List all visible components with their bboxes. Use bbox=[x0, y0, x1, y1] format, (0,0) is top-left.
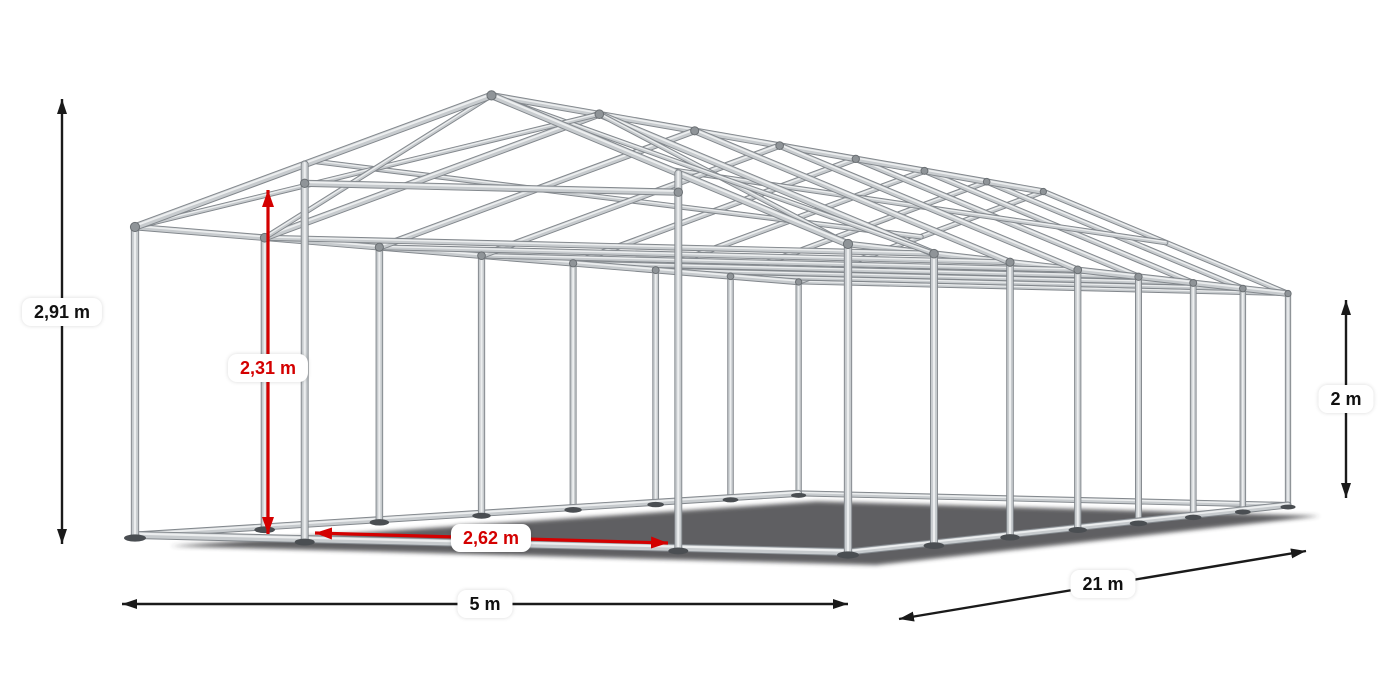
dimension-label-width: 5 m bbox=[457, 590, 513, 618]
dimension-label-total-height: 2,91 m bbox=[21, 298, 103, 326]
dimension-label-side-height: 2 m bbox=[1318, 385, 1374, 413]
dimension-label-length: 21 m bbox=[1070, 570, 1136, 598]
tent-frame-wireframe bbox=[130, 91, 1292, 557]
dimension-label-entrance-height: 2,31 m bbox=[227, 354, 309, 382]
dimension-label-entrance-width: 2,62 m bbox=[450, 524, 532, 552]
